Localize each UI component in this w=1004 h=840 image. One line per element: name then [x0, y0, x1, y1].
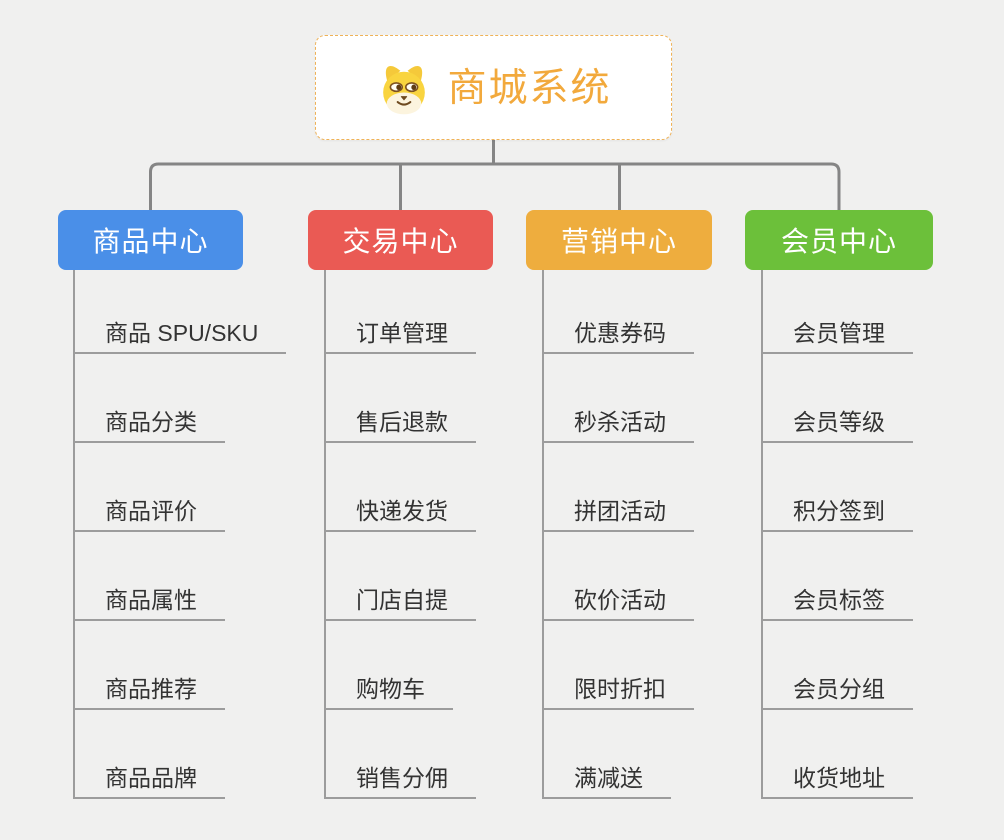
- leaf-node[interactable]: 商品属性: [75, 532, 225, 621]
- branch-rail-line: [149, 162, 841, 210]
- leaf-node[interactable]: 快递发货: [326, 443, 476, 532]
- leaf-node[interactable]: 商品品牌: [75, 710, 225, 799]
- leaf-node[interactable]: 售后退款: [326, 354, 476, 443]
- leaf-node[interactable]: 秒杀活动: [544, 354, 694, 443]
- leaf-column-product-center: 商品 SPU/SKU 商品分类 商品评价 商品属性 商品推荐 商品品牌: [73, 270, 287, 799]
- leaf-node[interactable]: 会员分组: [763, 621, 913, 710]
- root-node[interactable]: 商城系统: [315, 35, 672, 140]
- leaf-node[interactable]: 会员等级: [763, 354, 913, 443]
- leaf-node[interactable]: 购物车: [326, 621, 453, 710]
- branch-header-label: 营销中心: [560, 226, 677, 257]
- leaf-column-marketing-center: 优惠券码 秒杀活动 拼团活动 砍价活动 限时折扣 满减送: [542, 270, 694, 799]
- root-title: 商城系统: [447, 67, 612, 110]
- leaf-node[interactable]: 会员标签: [763, 532, 913, 621]
- branch-header-trade-center[interactable]: 交易中心: [308, 210, 493, 270]
- branch-header-label: 商品中心: [92, 226, 209, 257]
- leaf-node[interactable]: 商品评价: [75, 443, 225, 532]
- leaf-node[interactable]: 商品推荐: [75, 621, 225, 710]
- branch-header-label: 交易中心: [342, 226, 459, 257]
- dog-face-icon: [383, 65, 426, 114]
- leaf-node[interactable]: 商品 SPU/SKU: [75, 270, 287, 354]
- leaf-node[interactable]: 会员管理: [763, 270, 913, 354]
- branch-header-marketing-center[interactable]: 营销中心: [526, 210, 712, 270]
- leaf-node[interactable]: 商品分类: [75, 354, 225, 443]
- leaf-node[interactable]: 订单管理: [326, 270, 476, 354]
- leaf-node[interactable]: 收货地址: [763, 710, 913, 799]
- leaf-node[interactable]: 积分签到: [763, 443, 913, 532]
- leaf-node[interactable]: 砍价活动: [544, 532, 694, 621]
- leaf-node[interactable]: 门店自提: [326, 532, 476, 621]
- leaf-column-trade-center: 订单管理 售后退款 快递发货 门店自提 购物车 销售分佣: [324, 270, 476, 799]
- branch-header-product-center[interactable]: 商品中心: [58, 210, 243, 270]
- leaf-column-member-center: 会员管理 会员等级 积分签到 会员标签 会员分组 收货地址: [761, 270, 913, 799]
- leaf-node[interactable]: 满减送: [544, 710, 671, 799]
- leaf-node[interactable]: 销售分佣: [326, 710, 476, 799]
- branch-header-label: 会员中心: [780, 226, 897, 257]
- leaf-node[interactable]: 优惠券码: [544, 270, 694, 354]
- leaf-node[interactable]: 限时折扣: [544, 621, 694, 710]
- branch-header-member-center[interactable]: 会员中心: [745, 210, 933, 270]
- leaf-node[interactable]: 拼团活动: [544, 443, 694, 532]
